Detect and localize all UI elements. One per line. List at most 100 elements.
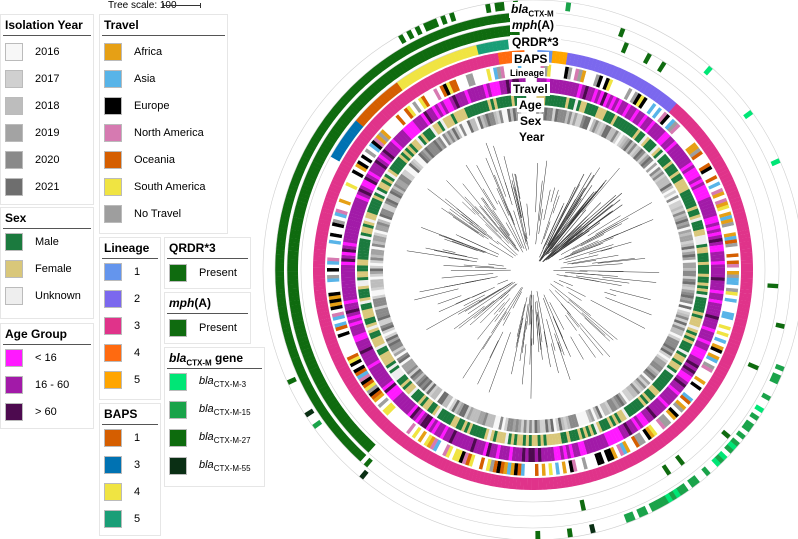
lineage-ring-segment	[713, 370, 726, 381]
year-ring-segment	[384, 200, 398, 209]
year-ring-segment	[425, 383, 437, 395]
lineage-ring-segment	[677, 416, 689, 428]
age-ring-segment	[659, 393, 672, 406]
sex-ring-segment	[367, 326, 380, 334]
lineage-ring-segment	[422, 77, 433, 90]
age-ring-segment	[701, 325, 716, 333]
travel-ring-segment	[420, 432, 430, 445]
year-ring-segment	[528, 419, 532, 433]
age-ring-segment	[707, 234, 723, 241]
baps-ring-segment	[403, 75, 413, 86]
year-ring-segment	[422, 148, 433, 161]
sex-ring-segment	[678, 186, 690, 195]
qrdr-ring-segment	[288, 237, 301, 244]
tree-branch	[493, 145, 513, 206]
age-ring-segment	[564, 80, 570, 96]
lineage-ring-segment	[338, 368, 352, 378]
travel-ring-segment	[668, 406, 680, 418]
legend-divider	[3, 344, 91, 345]
sex-ring-segment	[498, 96, 504, 109]
lineage-ring-segment	[565, 52, 572, 66]
year-ring-segment	[667, 197, 681, 206]
sex-ring-segment	[439, 409, 448, 421]
year-ring-segment	[503, 417, 509, 431]
lineage-ring-segment	[324, 196, 337, 205]
ring-label-age: Age	[517, 98, 544, 112]
year-ring-segment	[681, 288, 695, 294]
tree-branch	[550, 187, 556, 203]
travel-ring-segment	[327, 288, 341, 293]
travel-ring-segment	[638, 96, 648, 109]
year-ring-segment	[575, 413, 582, 427]
legend-title-sub: CTX-M	[186, 358, 212, 368]
sex-ring-segment	[557, 432, 563, 445]
year-ring-segment	[432, 388, 443, 401]
lineage-ring-segment	[394, 431, 405, 444]
legend-divider	[3, 35, 91, 36]
lineage-ring-segment	[474, 470, 482, 484]
mph-ring-segment	[322, 117, 333, 127]
year-ring-segment	[466, 120, 475, 134]
ctx-ring-segment	[359, 469, 369, 480]
lineage-ring-segment	[460, 60, 469, 74]
age-ring-segment	[700, 328, 715, 337]
sex-ring-segment	[495, 431, 501, 443]
lineage-ring-segment	[740, 267, 753, 272]
legend-label: 4	[134, 486, 141, 498]
year-ring-segment	[642, 370, 655, 382]
travel-ring-segment	[327, 278, 340, 283]
year-ring-segment	[380, 210, 394, 218]
age-ring-segment	[605, 94, 615, 109]
sex-ring-segment	[417, 394, 427, 405]
baps-ring-segment	[360, 111, 372, 122]
age-ring-segment	[570, 82, 577, 97]
age-ring-segment	[678, 369, 693, 381]
sex-ring-segment	[415, 392, 425, 403]
lineage-ring-segment	[714, 161, 727, 172]
lineage-ring-segment	[723, 182, 737, 191]
travel-ring-segment	[486, 68, 493, 82]
tree-branch	[568, 292, 582, 301]
travel-ring-segment	[612, 445, 622, 458]
year-ring-segment	[484, 113, 492, 127]
year-ring-segment	[386, 195, 400, 204]
travel-ring-segment	[726, 270, 739, 275]
legend-swatch	[5, 97, 23, 115]
travel-ring-segment	[395, 114, 407, 126]
mph-ring-segment	[374, 63, 384, 74]
age-ring-segment	[344, 231, 359, 238]
tree-branch	[557, 342, 562, 352]
year-ring-segment	[446, 130, 456, 143]
year-ring-segment	[406, 164, 419, 176]
age-ring-segment	[411, 408, 424, 422]
year-ring-segment	[493, 111, 499, 125]
age-ring-segment	[537, 447, 542, 462]
sex-ring-segment	[371, 197, 383, 205]
qrdr-ring-segment	[293, 208, 306, 216]
travel-ring-segment	[720, 218, 734, 225]
age-ring-segment	[355, 337, 370, 346]
qrdr-ring-segment	[294, 204, 307, 212]
lineage-ring-segment	[313, 248, 326, 254]
year-ring-segment	[375, 309, 390, 316]
year-ring-segment	[592, 406, 601, 420]
year-ring-segment	[679, 234, 693, 240]
sex-ring-segment	[682, 337, 694, 345]
tree-branch	[536, 300, 543, 343]
travel-ring-segment	[340, 340, 354, 348]
sex-ring-segment	[455, 110, 464, 122]
travel-ring-segment	[527, 463, 532, 476]
ctx-ring-segment	[623, 513, 632, 524]
baps-ring-segment	[369, 102, 380, 113]
sex-ring-segment	[481, 100, 488, 113]
sex-ring-segment	[357, 252, 369, 258]
age-ring-segment	[594, 435, 603, 451]
tree-branch	[465, 164, 495, 211]
travel-ring-segment	[726, 277, 739, 282]
travel-ring-segment	[560, 66, 566, 79]
age-ring-segment	[682, 364, 696, 375]
travel-ring-segment	[644, 426, 655, 439]
age-ring-segment	[695, 339, 710, 349]
lineage-ring-segment	[318, 314, 331, 321]
